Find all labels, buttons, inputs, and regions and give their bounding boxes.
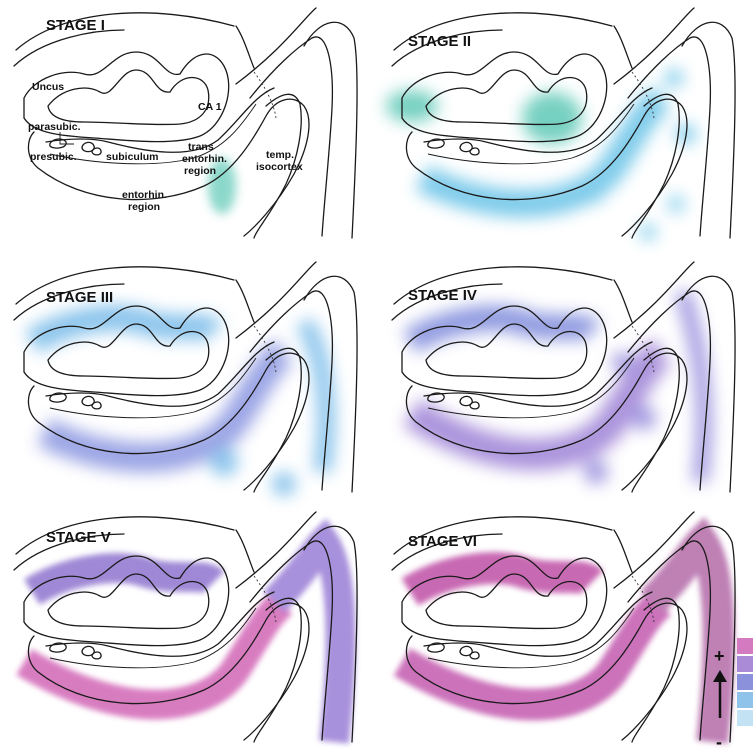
stage-6-title: STAGE VI [408, 533, 477, 550]
label-temp-1: temp. [266, 149, 294, 161]
label-temp-2: isocortex [256, 161, 303, 173]
stage-6-panel: STAGE VI [392, 512, 735, 742]
stage-1-panel: STAGE I Uncus CA 1 parasubic. presubic. … [14, 8, 357, 238]
label-uncus: Uncus [32, 81, 64, 93]
legend-swatch-1 [737, 638, 753, 654]
label-trans-3: region [184, 165, 216, 177]
legend-swatch-5 [737, 710, 753, 726]
stage-2-panel: STAGE II [386, 8, 735, 240]
label-ca1: CA 1 [198, 101, 222, 113]
stage-3-panel: STAGE III [14, 262, 357, 496]
legend-swatch-4 [737, 692, 753, 708]
label-entorhin-1: entorhin. [122, 189, 167, 201]
stage-4-panel: STAGE IV [392, 262, 735, 492]
label-parasubic: parasubic. [28, 121, 81, 133]
stage-4-title: STAGE IV [408, 287, 477, 304]
stage-1-title: STAGE I [46, 17, 105, 34]
stage-2-title: STAGE II [408, 33, 471, 50]
stage-3-title: STAGE III [46, 289, 113, 306]
legend-swatch-3 [737, 674, 753, 690]
legend-minus: - [716, 732, 722, 752]
stage-5-panel: STAGE V [14, 512, 357, 742]
label-presubic: presubic. [30, 151, 77, 163]
label-trans-1: trans [188, 141, 214, 153]
label-trans-2: entorhin. [182, 153, 227, 165]
label-entorhin-2: region [128, 201, 160, 213]
stage-5-title: STAGE V [46, 529, 111, 546]
label-subiculum: subiculum [106, 151, 159, 163]
legend-swatch-2 [737, 656, 753, 672]
legend-plus: + [714, 646, 725, 666]
